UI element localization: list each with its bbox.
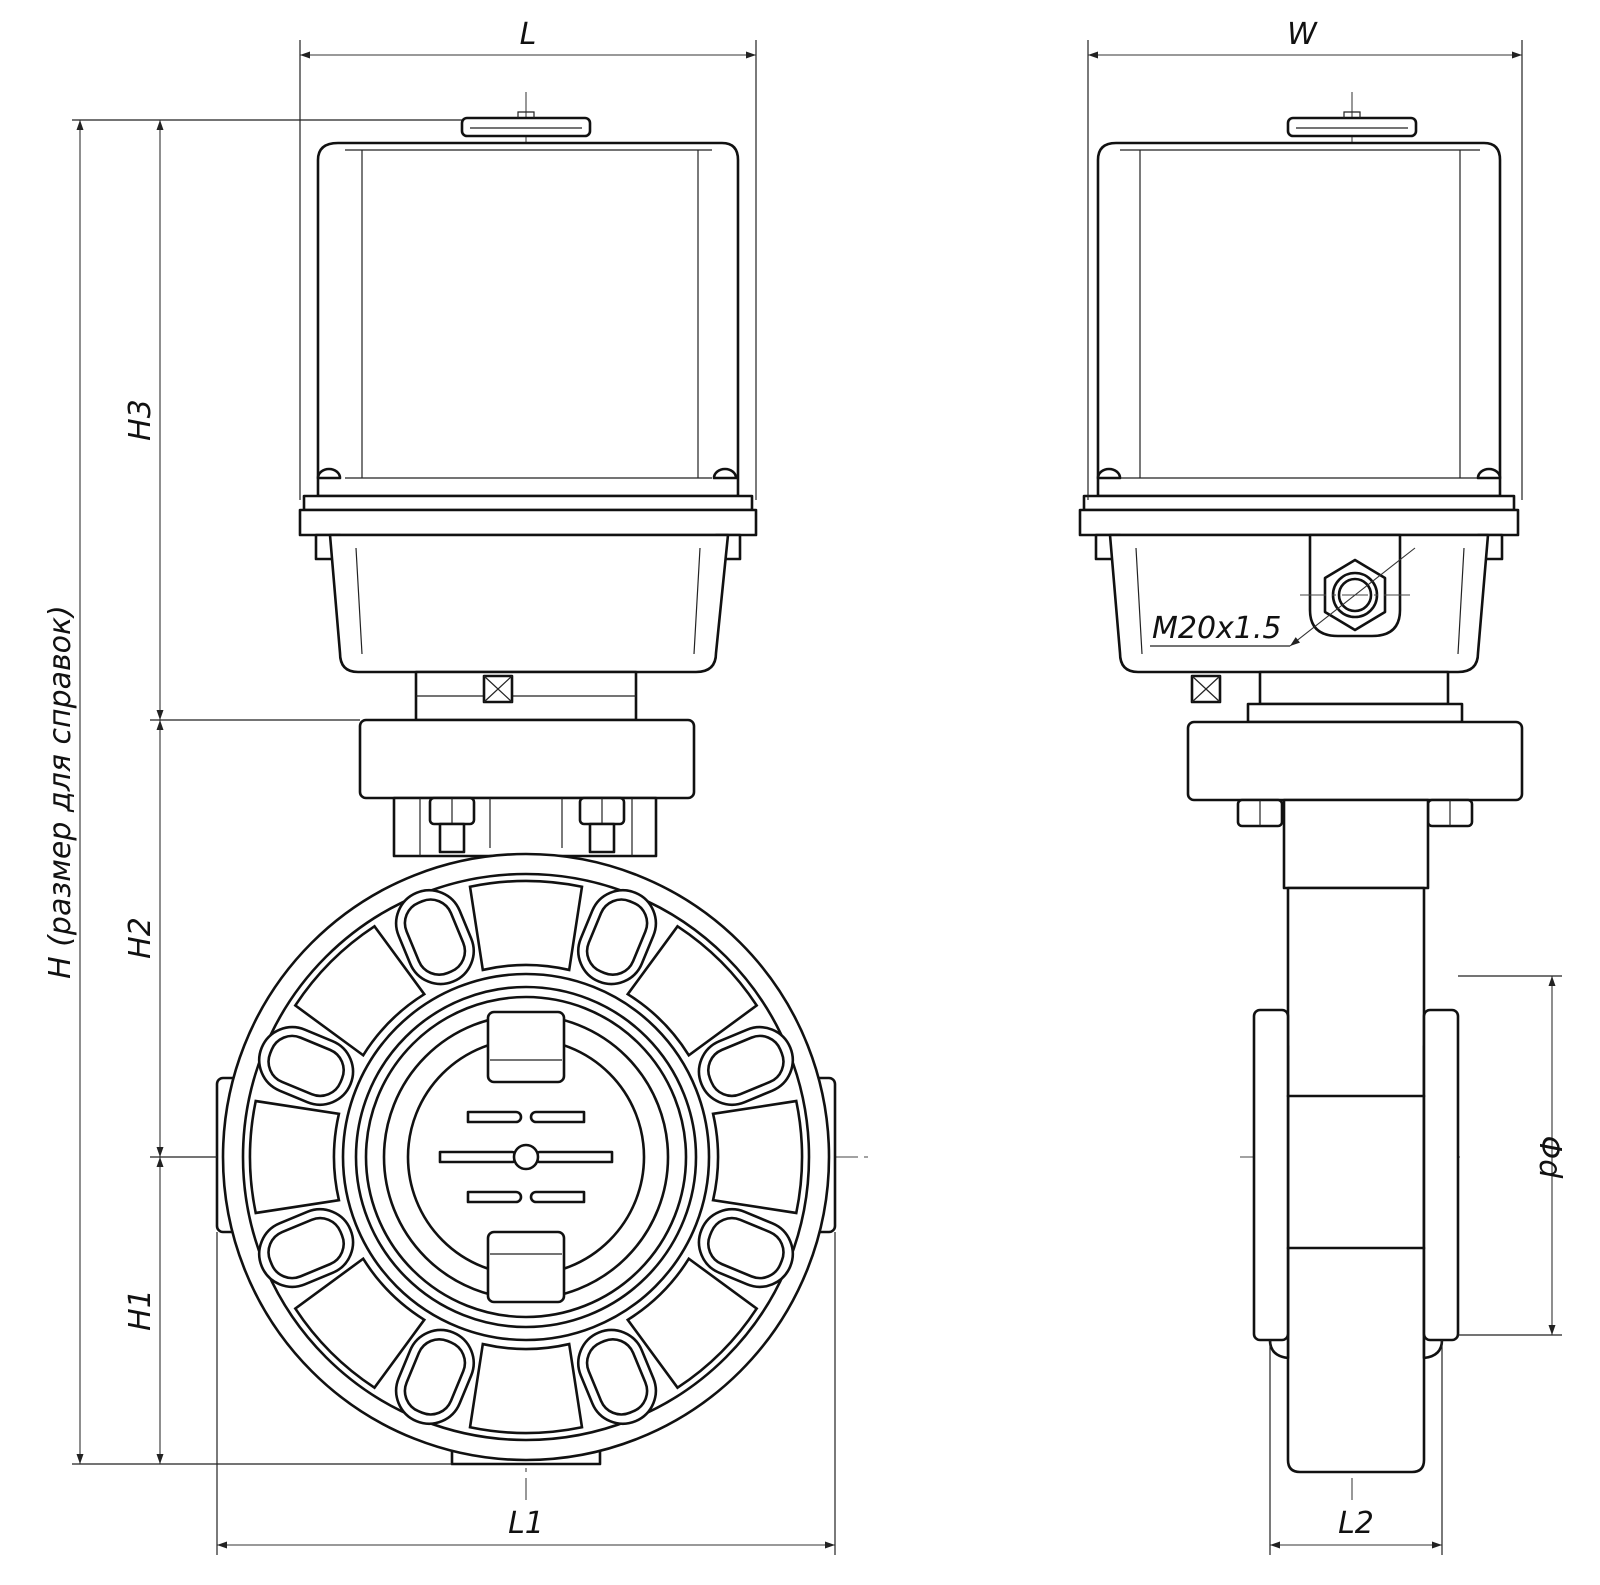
dim-label-L1: L1 [508, 1506, 544, 1541]
side-view [1078, 92, 1524, 1500]
body-window [293, 1256, 427, 1390]
body-window [625, 1256, 759, 1390]
adapter-shaft [414, 670, 638, 722]
dim-label-H2: H2 [123, 917, 158, 959]
body-window [468, 879, 584, 972]
bolt-slot [394, 1328, 475, 1426]
bolt-slot [257, 1025, 355, 1106]
body-window [625, 924, 759, 1058]
body-window [248, 1099, 341, 1215]
dimension-labels: L W H (размер для справок) H3 H2 H1 L1 L… [43, 17, 1567, 1541]
dim-label-L: L [520, 17, 537, 52]
front-view [160, 92, 870, 1500]
bolt-slot [577, 1328, 658, 1426]
body-window [468, 1342, 584, 1435]
side-actuator-cover [1096, 111, 1502, 498]
actuator-base [328, 533, 730, 674]
bolt-slot [697, 1208, 795, 1289]
bolt-slot [577, 888, 658, 986]
dim-label-H3: H3 [123, 399, 158, 441]
side-adapter [1190, 670, 1464, 724]
body-window [711, 1099, 804, 1215]
body-windows [248, 879, 804, 1435]
bolt-slot [697, 1025, 795, 1106]
dim-label-L2: L2 [1338, 1506, 1374, 1541]
dim-label-d: Φd [1532, 1136, 1567, 1180]
side-valve-body [1252, 798, 1460, 1474]
bolt-slot [257, 1208, 355, 1289]
bolt-slots [257, 888, 795, 1426]
dim-label-H1: H1 [123, 1289, 158, 1331]
dimension-lines [72, 40, 1562, 1555]
actuator-cover [316, 111, 740, 498]
dim-label-W: W [1287, 17, 1318, 52]
thread-callout: M20x1.5 [1152, 611, 1282, 646]
dim-label-H: H (размер для справок) [43, 605, 78, 979]
side-actuator-base [1108, 533, 1490, 674]
valve-disc [406, 1010, 646, 1304]
mounting-bracket [358, 718, 696, 858]
bolt-slot [394, 888, 475, 986]
side-actuator-flange [1078, 494, 1520, 561]
body-window [293, 924, 427, 1058]
